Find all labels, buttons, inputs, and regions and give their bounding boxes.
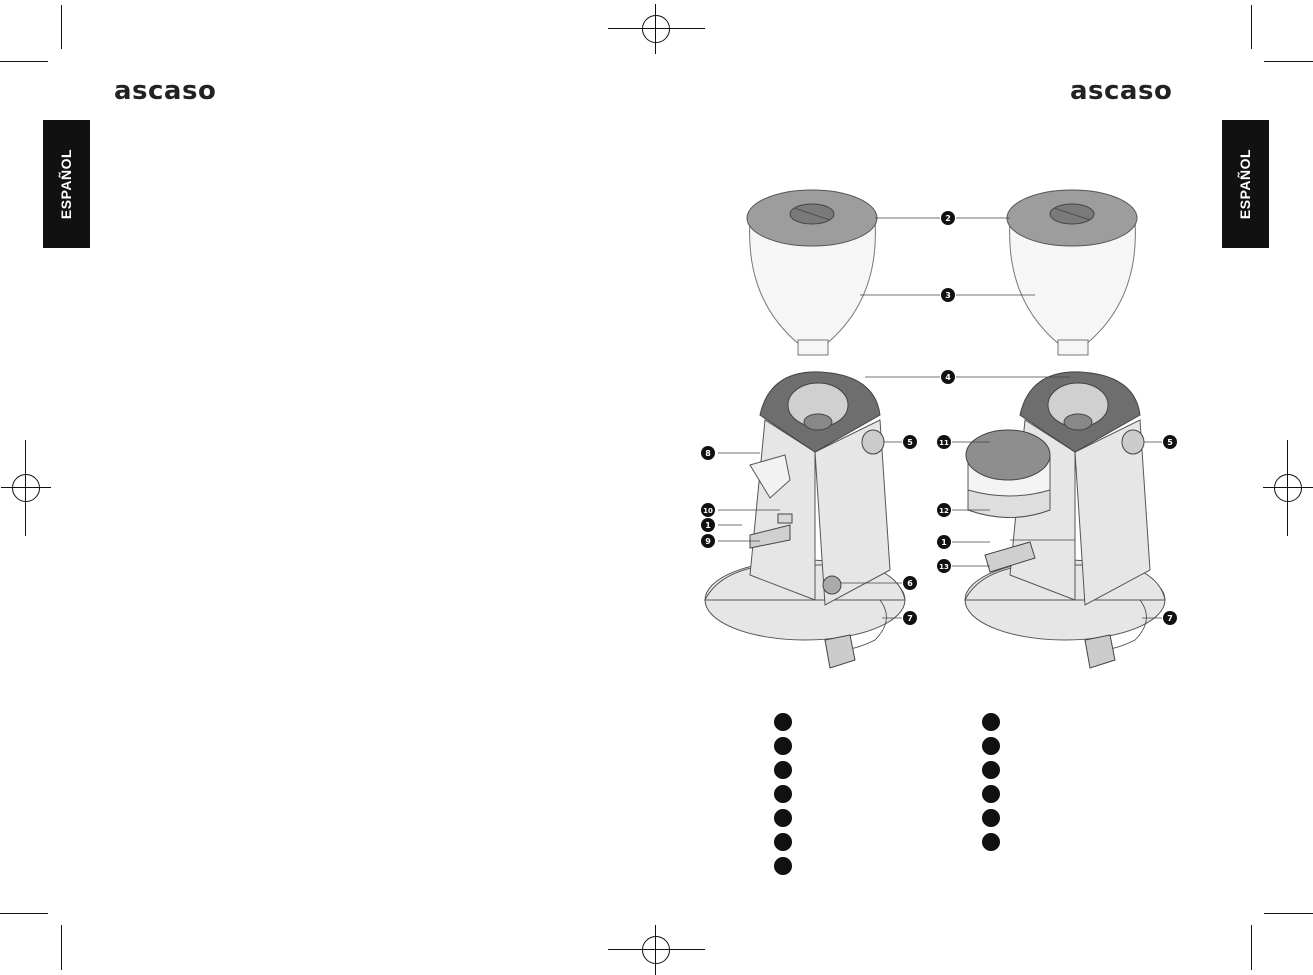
callout-7-right: 7 [1163,611,1177,625]
svg-text:12: 12 [939,507,949,515]
legend-marker [982,713,1000,731]
crop-mark [608,28,705,29]
callout-badges: 2 3 4 5 8 10 1 9 6 7 11 5 12 1 13 7 [701,211,1177,625]
crop-mark [61,5,62,49]
crop-mark [1251,925,1252,970]
svg-text:1: 1 [705,521,711,530]
language-tab-right: ESPAÑOL [1222,120,1269,248]
svg-text:11: 11 [939,439,949,447]
legend-marker [982,833,1000,851]
crop-mark [608,949,705,950]
svg-text:5: 5 [1167,438,1173,447]
language-tab-label: ESPAÑOL [1237,148,1254,220]
svg-text:8: 8 [705,449,711,458]
legend-marker [982,737,1000,755]
legend-marker [982,785,1000,803]
legend-marker [982,809,1000,827]
svg-text:10: 10 [703,507,713,515]
svg-text:3: 3 [945,291,951,300]
callout-10: 10 [701,503,715,517]
callout-7-left: 7 [903,611,917,625]
callout-1-right: 1 [937,535,951,549]
callout-5-left: 5 [903,435,917,449]
callout-12: 12 [937,503,951,517]
brand-logo-left: ascaso [114,76,217,106]
crop-mark [1251,5,1252,49]
svg-text:13: 13 [939,563,949,571]
callout-4: 4 [941,370,955,384]
legend-marker [774,809,792,827]
svg-text:1: 1 [941,538,947,547]
grinder-illustration: .body { fill:#e6e6e6; stroke:#555; strok… [701,189,1177,669]
svg-text:7: 7 [907,614,913,623]
legend-marker [774,761,792,779]
grinder-front-view [704,189,906,669]
crop-mark [1264,913,1313,914]
svg-text:6: 6 [907,579,913,588]
crop-mark [25,440,26,536]
svg-text:5: 5 [907,438,913,447]
legend-marker [774,833,792,851]
callout-1-left: 1 [701,518,715,532]
legend-marker [774,713,792,731]
callout-6: 6 [903,576,917,590]
crop-mark [0,61,48,62]
crop-mark [61,925,62,970]
legend-marker [774,737,792,755]
registration-mark [631,4,681,54]
crop-mark [0,913,48,914]
callout-11: 11 [937,435,951,449]
registration-mark [1,463,51,513]
callout-3: 3 [941,288,955,302]
callout-9: 9 [701,534,715,548]
language-tab-label: ESPAÑOL [58,148,75,220]
callout-lines [718,217,1162,619]
grinder-side-view [964,189,1166,669]
registration-mark [1263,463,1313,513]
crop-mark [1287,440,1288,536]
svg-text:4: 4 [945,373,951,382]
svg-text:7: 7 [1167,614,1173,623]
callout-2: 2 [941,211,955,225]
language-tab-left: ESPAÑOL [43,120,90,248]
brand-logo-right: ascaso [1070,76,1173,106]
svg-text:9: 9 [705,537,711,546]
legend-marker [982,761,1000,779]
callout-8: 8 [701,446,715,460]
legend-marker [774,785,792,803]
svg-text:2: 2 [945,214,951,223]
callout-5-right: 5 [1163,435,1177,449]
callout-13: 13 [937,559,951,573]
legend-marker [774,857,792,875]
registration-mark [631,925,681,975]
crop-mark [1264,61,1313,62]
